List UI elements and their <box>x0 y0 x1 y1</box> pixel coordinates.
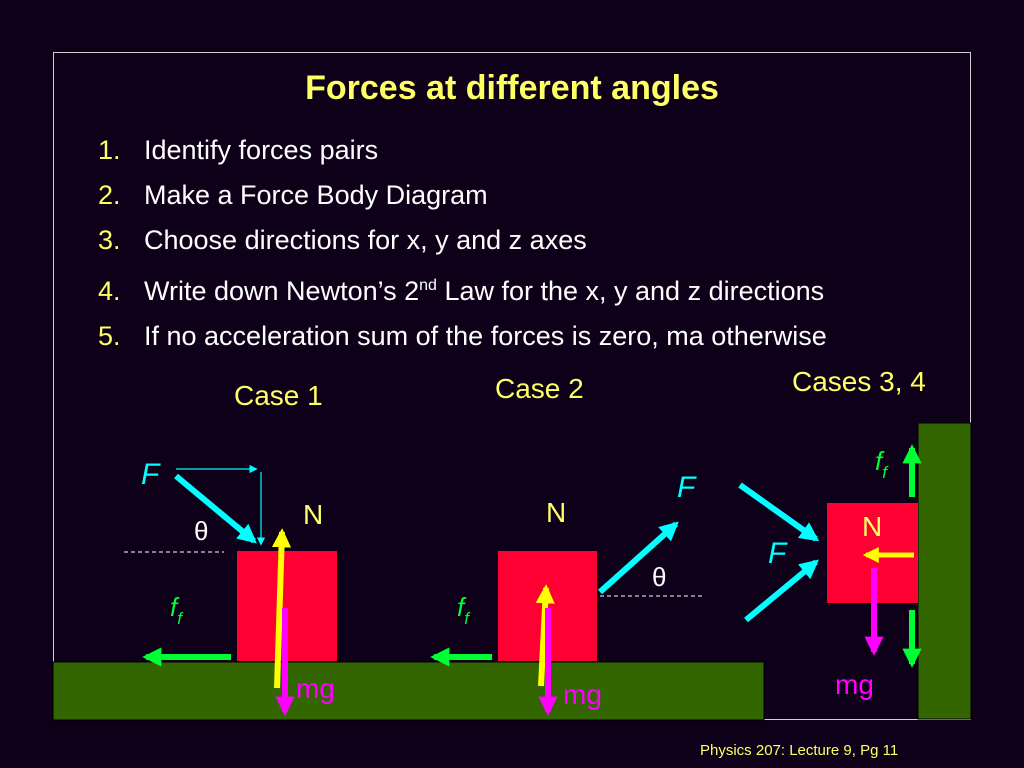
case-2-F-label: F <box>677 471 697 504</box>
case-2-N-label: N <box>546 497 566 528</box>
case-1-theta-label: θ <box>194 516 208 546</box>
slide-footer: Physics 207: Lecture 9, Pg 11 <box>700 742 899 759</box>
step-3: 3.Choose directions for x, y and z axes <box>98 225 587 255</box>
case-2-applied-force-arrow <box>597 521 679 595</box>
steps-list: 1.Identify forces pairs 2.Make a Force B… <box>98 128 827 359</box>
wall <box>917 422 972 720</box>
slide-title: Forces at different angles <box>305 69 719 107</box>
case-1-friction-label: ff <box>170 592 184 628</box>
cases-3-4-N-label: N <box>862 511 882 542</box>
case-2-friction-label: ff <box>457 592 471 628</box>
step-5: 5.If no acceleration sum of the forces i… <box>98 321 827 351</box>
cases-3-4-friction-label: ff <box>875 446 889 482</box>
case-2-label: Case 2 <box>495 373 584 404</box>
case-1-normal-force-arrow <box>271 528 292 689</box>
case-1-label: Case 1 <box>234 380 323 411</box>
step-1: 1.Identify forces pairs <box>98 135 379 165</box>
cases-3-4-diagram: F N ff mg <box>738 444 922 700</box>
case-1-mg-label: mg <box>296 673 335 704</box>
case-1-N-label: N <box>303 499 323 530</box>
case-1-diagram: F θ N ff mg <box>124 458 337 716</box>
case-3-applied-force-arrow <box>738 482 820 542</box>
step-4: 4.Write down Newton’s 2nd Law for the x,… <box>98 276 825 306</box>
case-2-normal-force-arrow <box>535 584 555 687</box>
case-1-F-label: F <box>141 458 161 491</box>
case-2-mg-label: mg <box>563 679 602 710</box>
step-2: 2.Make a Force Body Diagram <box>98 180 488 210</box>
cases-3-4-F-label: F <box>768 537 788 570</box>
cases-3-4-mg-label: mg <box>835 669 874 700</box>
cases-3-4-label: Cases 3, 4 <box>792 366 926 397</box>
case-2-diagram: F θ N ff mg <box>430 471 702 716</box>
case-1-applied-force-arrow <box>174 473 257 544</box>
case-2-theta-label: θ <box>652 562 666 592</box>
ground <box>52 661 765 721</box>
case-4-applied-force-arrow <box>744 559 819 623</box>
